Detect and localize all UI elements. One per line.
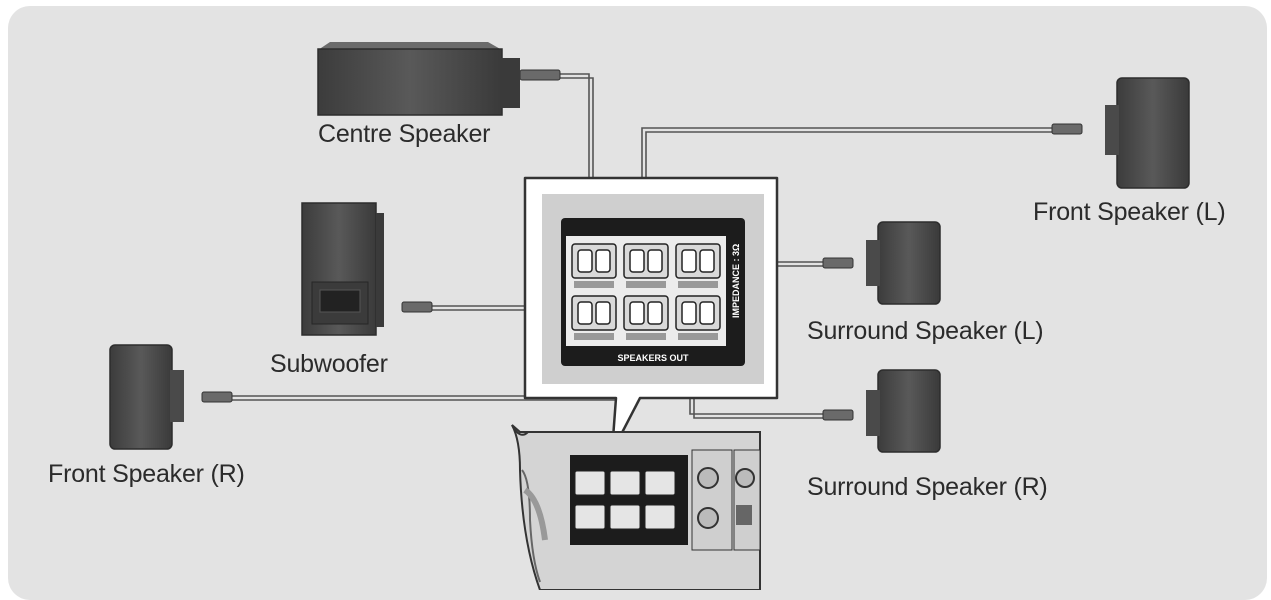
surround-left-plug bbox=[822, 257, 854, 269]
centre-plug bbox=[519, 69, 561, 81]
unit-rear-panel bbox=[511, 424, 761, 590]
surround-left-speaker-label: Surround Speaker (L) bbox=[807, 317, 1044, 345]
surround-left-speaker bbox=[866, 221, 941, 305]
subwoofer-label: Subwoofer bbox=[270, 350, 388, 378]
wire-plugs bbox=[201, 69, 1083, 421]
front-right-speaker-label: Front Speaker (R) bbox=[48, 460, 245, 488]
surround-right-speaker bbox=[866, 369, 941, 453]
speakers-out-label: SPEAKERS OUT bbox=[617, 353, 689, 363]
front-left-speaker bbox=[1105, 77, 1190, 189]
front-right-plug bbox=[201, 391, 233, 403]
surround-right-plug bbox=[822, 409, 854, 421]
centre-speaker-label: Centre Speaker bbox=[318, 120, 491, 148]
front-left-plug bbox=[1051, 123, 1083, 135]
front-left-speaker-label: Front Speaker (L) bbox=[1033, 198, 1226, 226]
centre-speaker bbox=[317, 42, 520, 116]
impedance-label: IMPEDANCE : 3Ω bbox=[731, 244, 741, 318]
surround-right-speaker-label: Surround Speaker (R) bbox=[807, 473, 1048, 501]
mini-terminal-panel bbox=[570, 455, 688, 545]
front-right-speaker bbox=[109, 344, 184, 450]
subwoofer-plug bbox=[401, 301, 433, 313]
zoom-callout: SPEAKERS OUT IMPEDANCE : 3Ω bbox=[523, 176, 779, 454]
subwoofer-speaker bbox=[301, 202, 384, 336]
